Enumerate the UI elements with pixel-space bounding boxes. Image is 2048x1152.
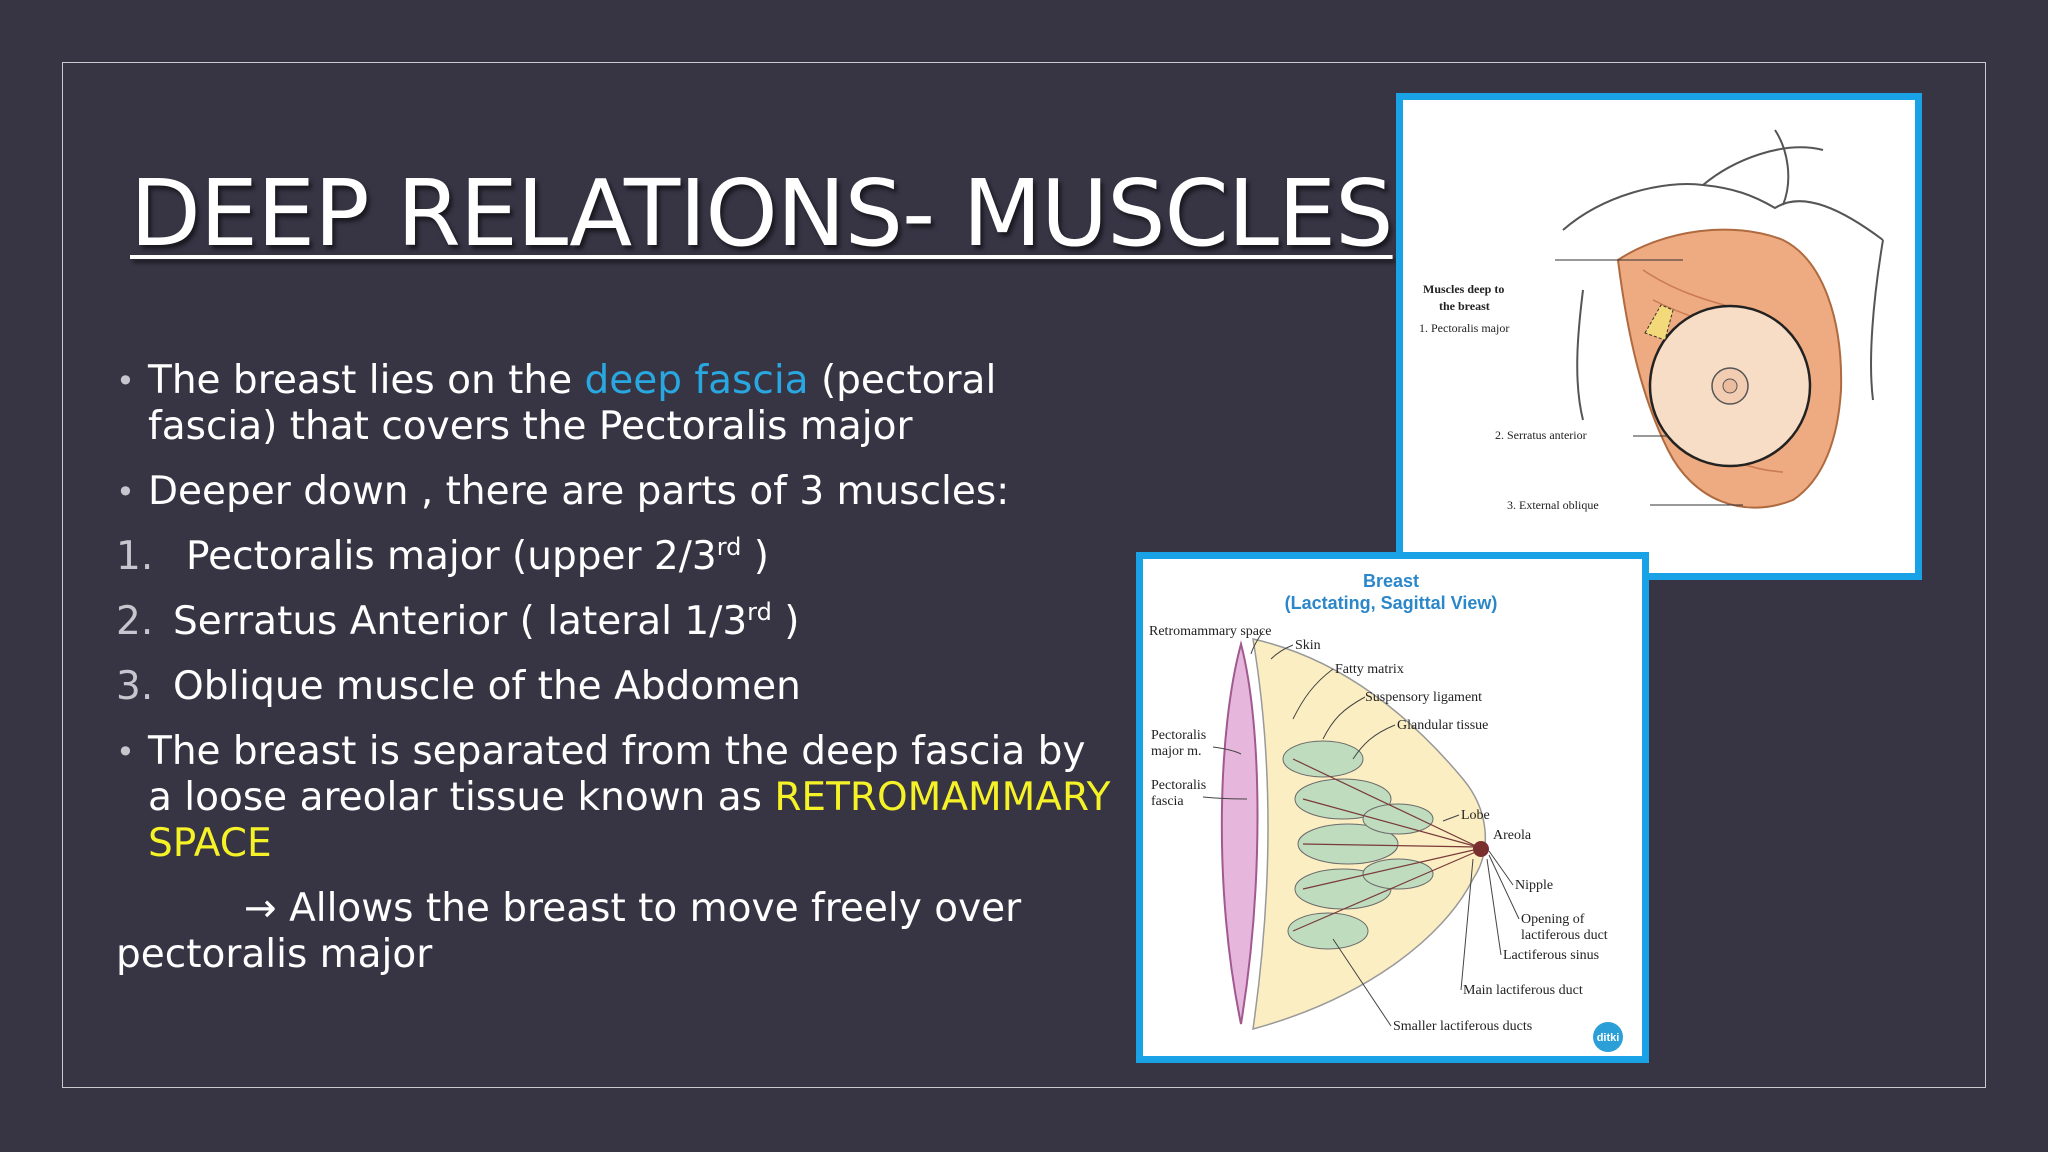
- list-text: Pectoralis major (upper 2/3: [186, 534, 717, 579]
- fig2-label: major m.: [1151, 744, 1202, 759]
- fig2-label: Nipple: [1515, 878, 1553, 893]
- bullet-text: The breast lies on the: [148, 358, 585, 403]
- slide-body: • The breast lies on the deep fascia (pe…: [116, 358, 1116, 978]
- muscles-diagram: Muscles deep to the breast 1. Pectoralis…: [1396, 93, 1922, 580]
- bullet-deep-fascia: • The breast lies on the deep fascia (pe…: [116, 358, 1116, 450]
- ditki-logo: [1593, 1022, 1623, 1052]
- list-sup: rd: [747, 598, 772, 626]
- bullet-text: The breast is separated from the deep fa…: [148, 729, 1086, 820]
- list-item: 3. Oblique muscle of the Abdomen: [116, 664, 1116, 710]
- arrow-note: → Allows the breast to move freely over …: [116, 886, 1116, 978]
- list-text: Serratus Anterior ( lateral 1/3: [173, 599, 748, 644]
- fig2-label: Pectoralis: [1151, 778, 1206, 793]
- fig2-label: Glandular tissue: [1397, 718, 1488, 733]
- fig2-label: lactiferous duct: [1521, 928, 1608, 943]
- ditki-logo-text: ditki: [1597, 1032, 1620, 1044]
- breast-sagittal-diagram: Breast (Lactating, Sagittal View) Retrom…: [1136, 552, 1649, 1063]
- list-sup: rd: [716, 533, 742, 561]
- list-number: 3.: [116, 664, 154, 709]
- list-item: 2. Serratus Anterior ( lateral 1/3rd ): [116, 599, 1116, 645]
- fig2-label: Skin: [1295, 638, 1321, 653]
- bullet-icon: •: [116, 362, 135, 400]
- fig2-label: Main lactiferous duct: [1463, 983, 1583, 998]
- bullet-text-tail: (pectoral fascia) that covers the Pector…: [148, 358, 997, 449]
- list-text: Oblique muscle of the Abdomen: [173, 664, 801, 709]
- fig2-label: Pectoralis: [1151, 728, 1206, 743]
- fig1-heading: Muscles deep to: [1423, 282, 1504, 296]
- fig1-heading: the breast: [1439, 299, 1490, 313]
- fig2-label: Lactiferous sinus: [1503, 948, 1599, 963]
- list-number: 1.: [116, 534, 154, 579]
- bullet-three-muscles: • Deeper down , there are parts of 3 mus…: [116, 469, 1116, 515]
- fig2-label: Fatty matrix: [1335, 662, 1404, 677]
- breast-sagittal-illustration: Breast (Lactating, Sagittal View) Retrom…: [1149, 571, 1623, 1052]
- list-tail: ): [771, 599, 800, 644]
- list-tail: ): [741, 534, 770, 579]
- fig2-label: Suspensory ligament: [1365, 690, 1482, 705]
- retromammary-highlight: RETROMAMMARY SPACE: [148, 775, 1111, 866]
- fig2-label: Areola: [1493, 828, 1532, 843]
- fig1-label: 2. Serratus anterior: [1495, 428, 1587, 442]
- list-item: 1. Pectoralis major (upper 2/3rd ): [116, 534, 1116, 580]
- muscles-illustration: Muscles deep to the breast 1. Pectoralis…: [1419, 129, 1884, 512]
- list-number: 2.: [116, 599, 154, 644]
- bullet-icon: •: [116, 473, 135, 511]
- fig2-label: fascia: [1151, 794, 1184, 809]
- fig2-label: Opening of: [1521, 912, 1585, 927]
- fig2-label: Smaller lactiferous ducts: [1393, 1019, 1532, 1034]
- fig2-title: Breast: [1363, 571, 1419, 591]
- slide-title: DEEP RELATIONS- MUSCLES: [130, 160, 1394, 267]
- fig1-label: 3. External oblique: [1507, 498, 1599, 512]
- arrow-note-text: → Allows the breast to move freely over …: [116, 886, 1022, 977]
- fig2-label: Retromammary space: [1149, 624, 1271, 639]
- slide-frame: [62, 62, 1986, 1088]
- fig1-label: 1. Pectoralis major: [1419, 321, 1509, 335]
- bullet-retromammary: • The breast is separated from the deep …: [116, 729, 1116, 867]
- bullet-icon: •: [116, 733, 135, 771]
- deep-fascia-highlight: deep fascia: [584, 358, 809, 403]
- fig2-subtitle: (Lactating, Sagittal View): [1285, 593, 1498, 613]
- bullet-text: Deeper down , there are parts of 3 muscl…: [148, 469, 1010, 514]
- fig2-label: Lobe: [1461, 808, 1490, 823]
